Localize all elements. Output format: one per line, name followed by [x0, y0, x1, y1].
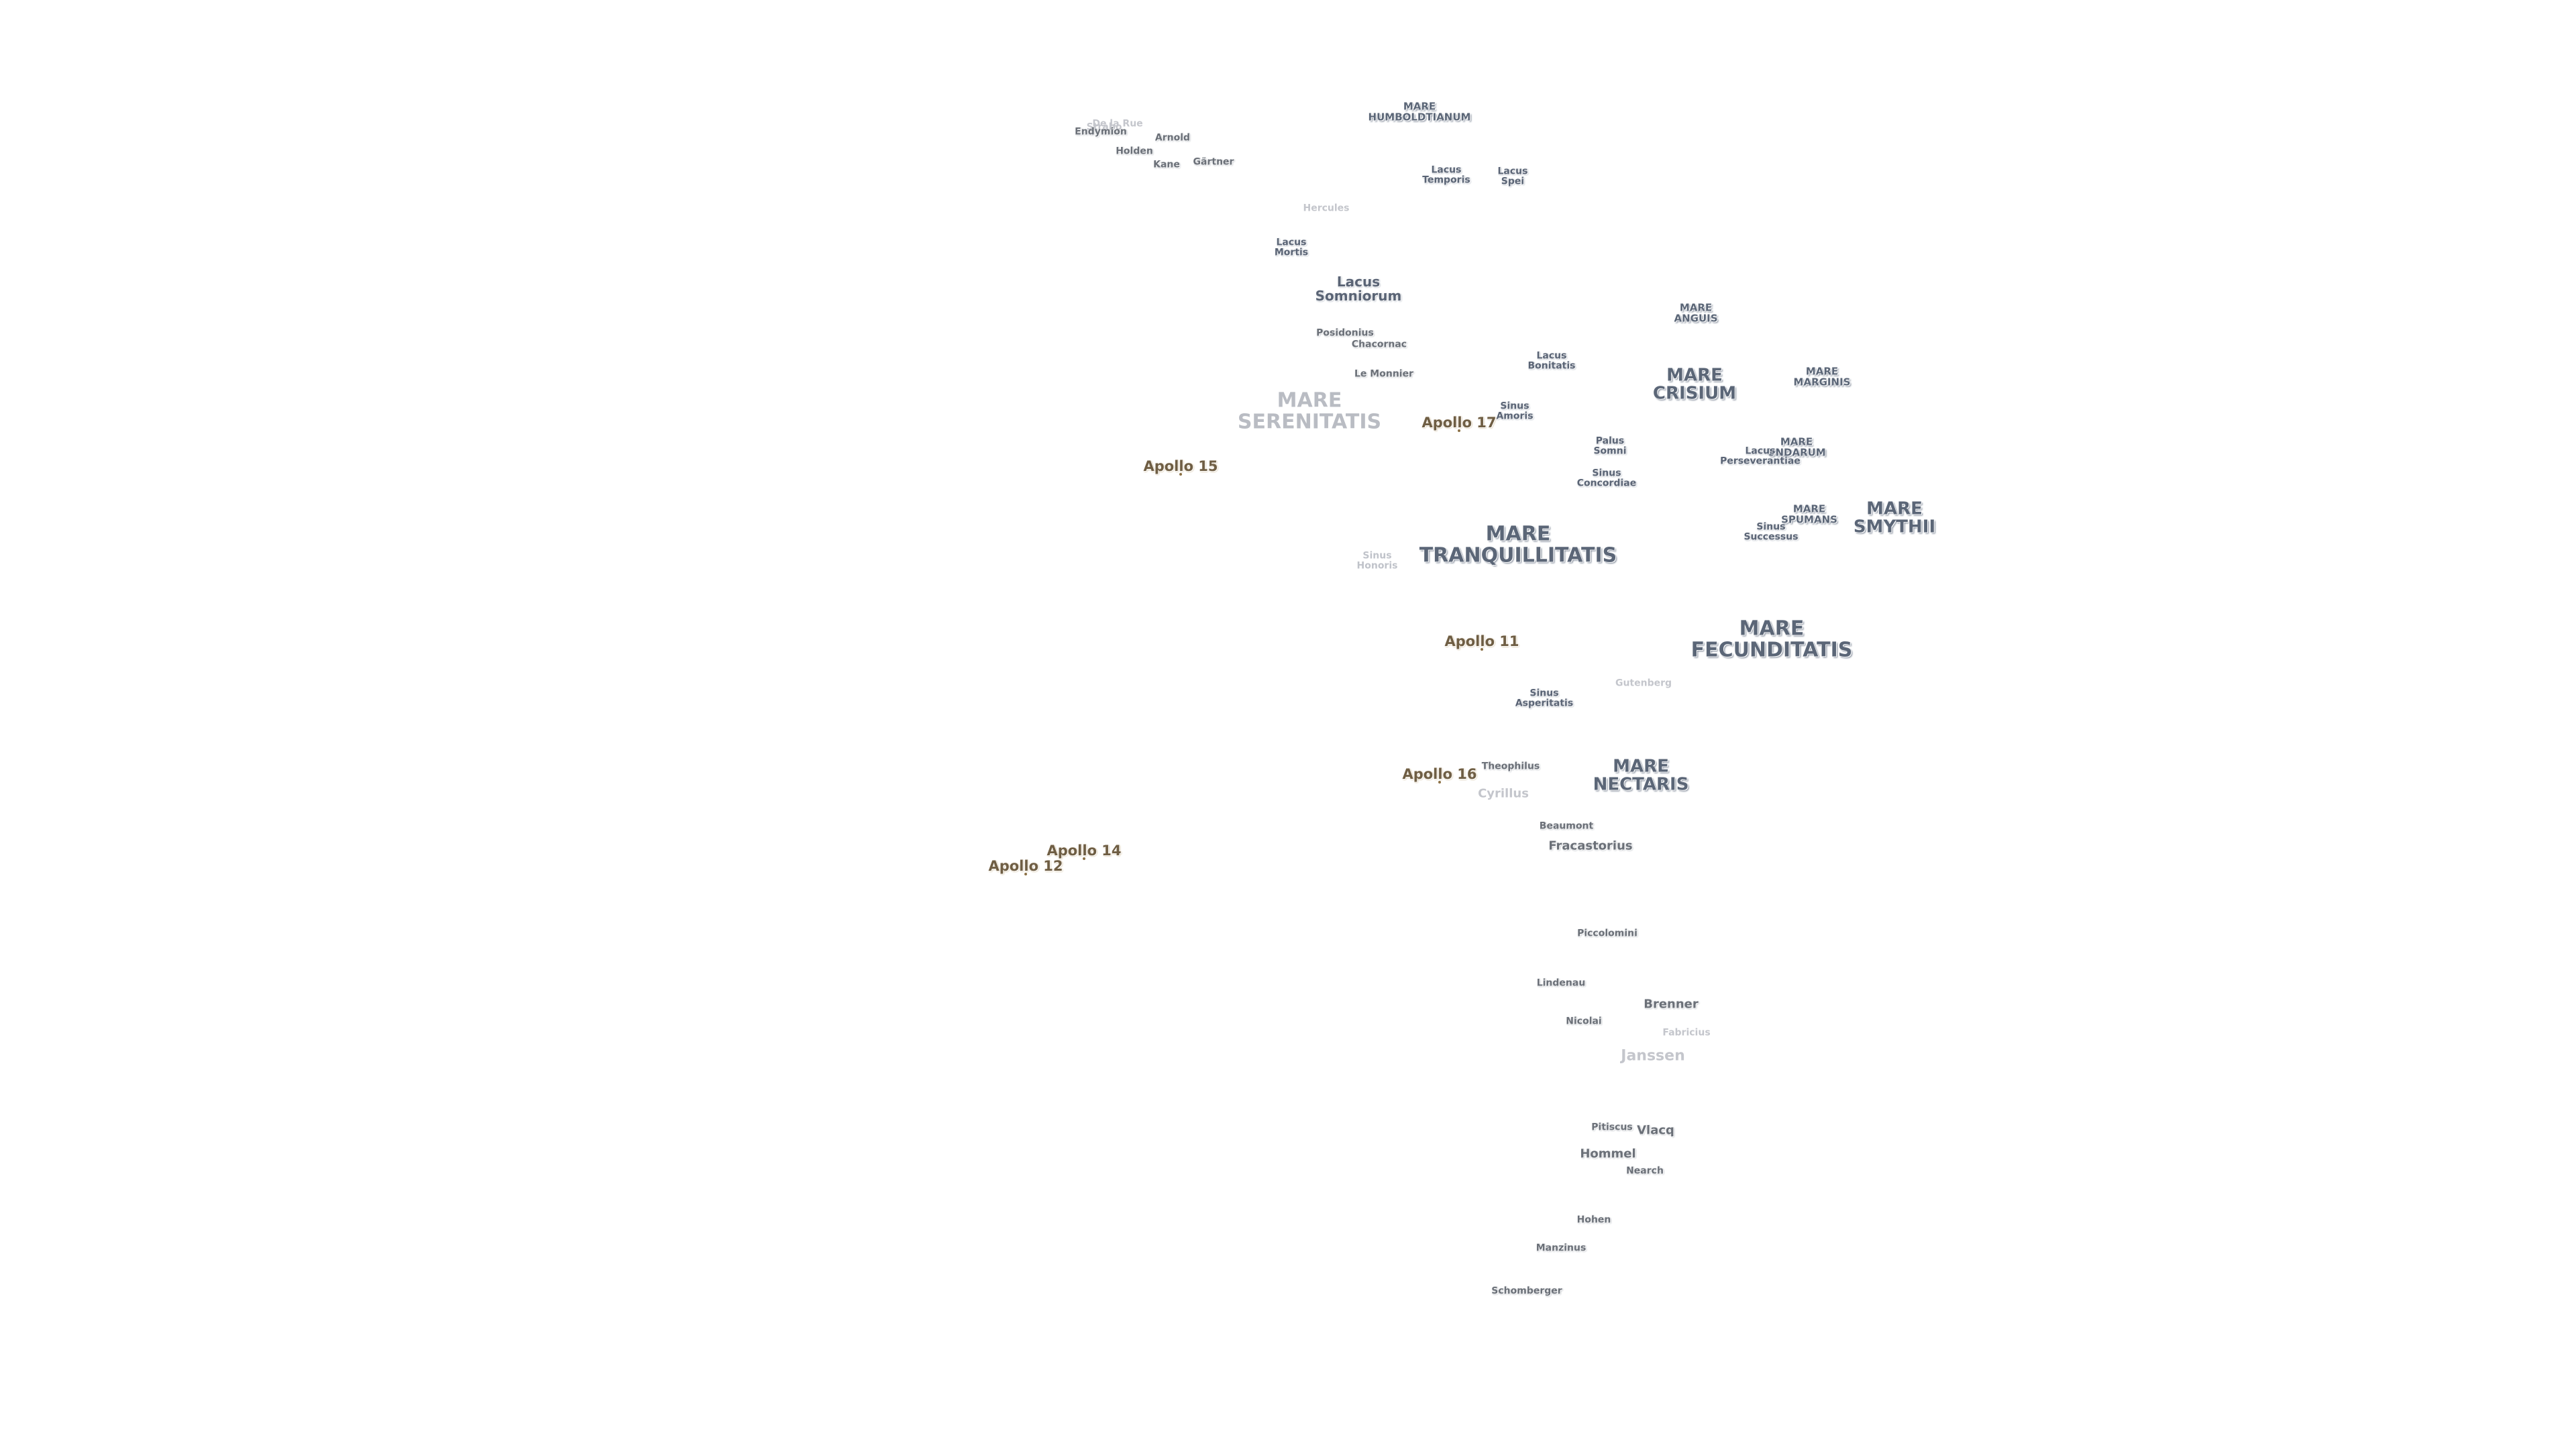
apollo-17-label[interactable]: Apollo 17	[1421, 414, 1497, 431]
sinus-concordiae-label: Sinus Concordiae	[1576, 468, 1637, 488]
crater-janssen-label: Janssen	[1621, 1047, 1685, 1065]
crater-manzinus-label: Manzinus	[1536, 1242, 1587, 1254]
lacus-mortis-label: Lacus Mortis	[1274, 237, 1309, 258]
crater-hommel-label: Hommel	[1580, 1146, 1636, 1161]
mare-spumans-label: MARE SPUMANS	[1781, 502, 1837, 525]
mare-undarum-label: MARE UNDARUM	[1767, 435, 1826, 458]
crater-piccolomini-label: Piccolomini	[1577, 928, 1638, 939]
crater-schomberger-label: Schomberger	[1491, 1285, 1562, 1297]
crater-kane-label: Kane	[1153, 159, 1180, 170]
apollo-11-marker[interactable]	[1481, 648, 1483, 651]
mare-humboldtianum-label: MARE HUMBOLDTIANUM	[1368, 100, 1471, 123]
mare-nectaris-label: MARE NECTARIS	[1593, 756, 1689, 795]
mare-anguis-label: MARE ANGUIS	[1674, 301, 1718, 324]
sinus-asperitatis-label: Sinus Asperitatis	[1515, 688, 1574, 708]
mare-crisium-label: MARE CRISIUM	[1652, 365, 1737, 404]
lacus-temporis-label: Lacus Temporis	[1422, 164, 1470, 185]
apollo-15-label[interactable]: Apollo 15	[1143, 458, 1218, 474]
crater-nearch-label: Nearch	[1626, 1165, 1664, 1177]
lacus-perseverantiae-label: Lacus Perseverantiae	[1720, 445, 1801, 466]
lacus-somniorum-label: Lacus Somniorum	[1315, 274, 1402, 304]
crater-nicolai-label: Nicolai	[1566, 1016, 1602, 1027]
crater-lindenau-label: Lindenau	[1536, 977, 1586, 989]
crater-posidonius-label: Posidonius	[1316, 327, 1374, 339]
apollo-16-label[interactable]: Apollo 16	[1402, 765, 1477, 782]
apollo-17-marker[interactable]	[1458, 429, 1460, 432]
apollo-12-label[interactable]: Apollo 12	[988, 857, 1063, 874]
crater-hercules-label: Hercules	[1303, 203, 1350, 214]
crater-endymion-label: Endymion	[1075, 126, 1127, 138]
crater-beaumont-label: Beaumont	[1539, 820, 1594, 832]
mare-serenitatis-label: MARE SERENITATIS	[1237, 388, 1382, 433]
apollo-16-marker[interactable]	[1438, 781, 1441, 784]
lacus-spei-label: Lacus Spei	[1497, 166, 1528, 186]
crater-brenner-label: Brenner	[1644, 997, 1699, 1012]
crater-gutenberg-label: Gutenberg	[1615, 678, 1672, 689]
crater-vlacq-label: Vlacq	[1637, 1123, 1674, 1138]
crater-le-monnier-label: Le Monnier	[1354, 368, 1413, 380]
crater-cyrillus-label: Cyrillus	[1478, 786, 1529, 801]
crater-holden-label: Holden	[1116, 146, 1153, 157]
crater-chacornac-label: Chacornac	[1351, 339, 1407, 350]
crater-pitiscus-label: Pitiscus	[1591, 1122, 1633, 1133]
apollo-14-label[interactable]: Apollo 14	[1046, 842, 1122, 859]
palus-somni-label: Palus Somni	[1593, 435, 1627, 456]
lacus-bonitatis-label: Lacus Bonitatis	[1527, 350, 1576, 371]
apollo-11-label[interactable]: Apollo 11	[1444, 633, 1519, 649]
apollo-14-marker[interactable]	[1083, 857, 1085, 860]
crater-gartner-label: Gärtner	[1193, 156, 1234, 168]
crater-strabo-label: Strabo	[1086, 121, 1122, 133]
crater-de-la-rue-label: De la Rue	[1092, 118, 1143, 129]
apollo-15-marker[interactable]	[1179, 473, 1182, 476]
sinus-amoris-label: Sinus Amoris	[1496, 400, 1534, 421]
crater-fabricius-label: Fabricius	[1662, 1027, 1711, 1038]
mare-marginis-label: MARE MARGINIS	[1793, 365, 1851, 388]
mare-fecunditatis-label: MARE FECUNDITATIS	[1690, 616, 1853, 661]
crater-fracastorius-label: Fracastorius	[1548, 839, 1633, 853]
crater-theophilus-label: Theophilus	[1481, 761, 1540, 772]
mare-tranquillitatis-label: MARE TRANQUILLITATIS	[1419, 522, 1617, 567]
crater-hohen-label: Hohen	[1576, 1214, 1611, 1226]
mare-smythii-label: MARE SMYTHII	[1853, 498, 1936, 537]
crater-arnold-label: Arnold	[1155, 132, 1191, 144]
sinus-honoris-label: Sinus Honoris	[1356, 550, 1398, 571]
apollo-12-marker[interactable]	[1024, 873, 1027, 875]
sinus-successus-label: Sinus Successus	[1743, 521, 1799, 542]
